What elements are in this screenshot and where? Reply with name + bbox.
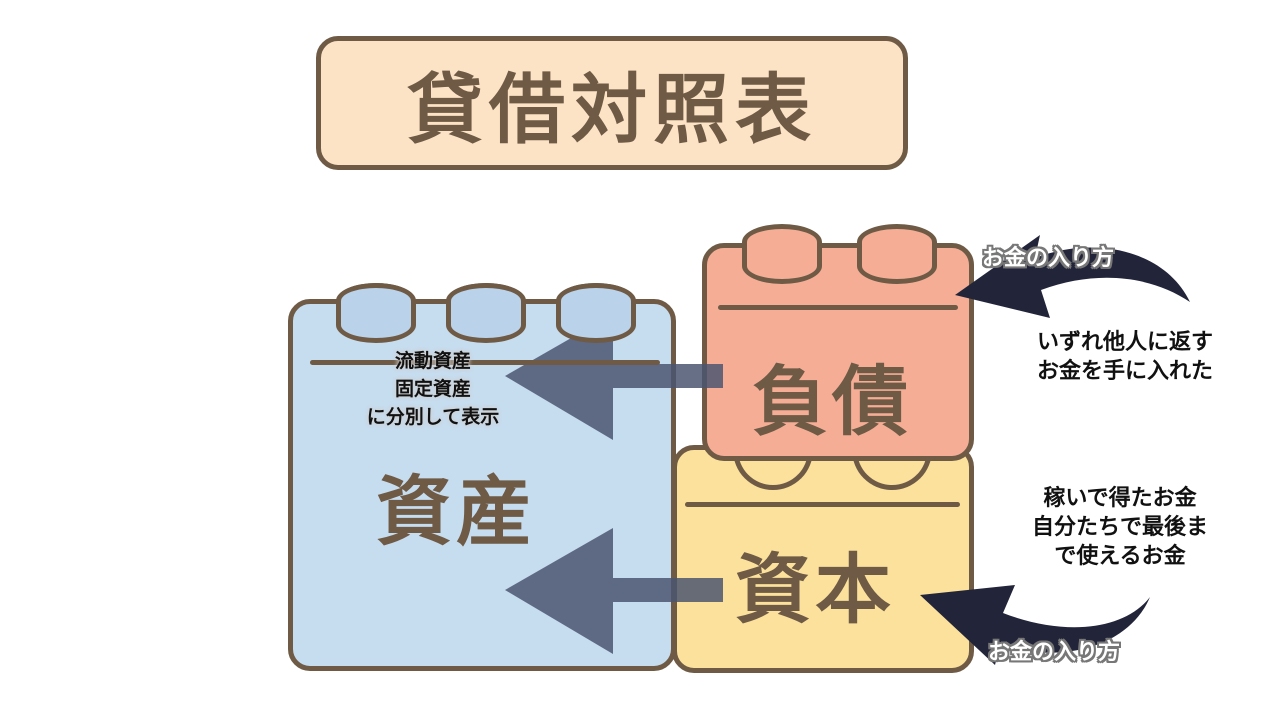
- note-line: 稼いで得たお金: [1043, 486, 1197, 511]
- arrow-left-icon: [505, 314, 723, 440]
- curved-arrow-icon: [955, 235, 1190, 318]
- capital-arrow-label: お金の入り方: [988, 640, 1121, 665]
- stud-icon: [742, 224, 822, 284]
- page-title: 貸借対照表: [407, 65, 817, 154]
- note-line: で使えるお金: [1054, 544, 1186, 569]
- note-line: お金を手に入れた: [1036, 359, 1213, 384]
- stud-icon: [446, 283, 526, 343]
- assets-label: 資産: [376, 467, 536, 556]
- note-line: 自分たちで最後ま: [1031, 515, 1208, 540]
- divider-line: [310, 360, 660, 365]
- note-line: に分別して表示: [366, 406, 500, 428]
- title-box: 貸借対照表: [316, 36, 908, 170]
- capital-block: [672, 445, 974, 673]
- arrow-left-icon: [505, 528, 723, 654]
- liabilities-block: [702, 243, 974, 461]
- liabilities-arrow-label: お金の入り方: [982, 246, 1115, 271]
- note-line: 流動資産: [394, 350, 471, 372]
- curved-arrow-icon: [920, 585, 1150, 665]
- liabilities-label: 負債: [752, 357, 912, 446]
- capital-description: 稼いで得たお金 自分たちで最後ま で使えるお金: [1000, 484, 1240, 571]
- divider-line: [685, 502, 960, 507]
- divider-line: [718, 305, 958, 310]
- note-line: 固定資産: [394, 378, 471, 400]
- liabilities-description: いずれ他人に返す お金を手に入れた: [1000, 328, 1250, 386]
- stud-icon: [336, 283, 416, 343]
- assets-block: 資産 流動資産 固定資産 に分別して表示: [288, 275, 678, 675]
- assets-note: 流動資産 固定資産 に分別して表示: [318, 347, 548, 431]
- stud-icon: [857, 224, 937, 284]
- note-line: いずれ他人に返す: [1036, 330, 1213, 355]
- capital-label: 資本: [735, 545, 895, 634]
- stud-icon: [556, 283, 636, 343]
